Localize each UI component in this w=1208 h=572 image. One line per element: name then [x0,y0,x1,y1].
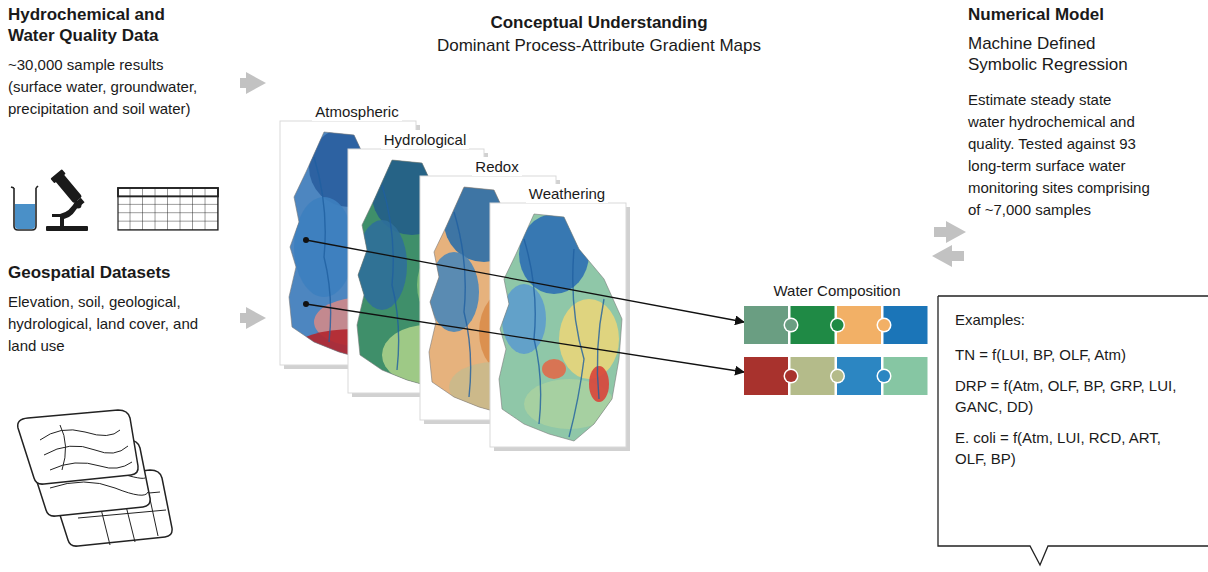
body-text: ~30,000 sample results (surface water, g… [8,54,213,120]
body-text: DRP = f(Atm, OLF, BP, GRP, LUI, GANC, DD… [955,375,1190,417]
drawing-part [938,296,1208,565]
drawing-part [52,214,68,217]
callout-box: Examples: TN = f(LUI, BP, OLF, Atm) DRP = … [937,295,1208,547]
puzzle-pieces [744,306,930,398]
beaker-icon [11,186,38,230]
drawing-part [14,188,36,230]
flow-arrow [934,227,950,237]
heading-text: Hydrological [381,130,470,149]
body-text: E. coli = f(Atm, LUI, RCD, ART, OLF, BP) [955,427,1190,469]
drawing-part [878,319,890,331]
heading-text: Water Composition [744,280,930,302]
gradient-map [490,203,632,453]
drawing-part [50,169,65,183]
drawing-part [118,188,218,196]
heading-text: Conceptual Understanding [268,12,930,33]
map-layers-icon [18,410,172,546]
drawing-part [830,369,845,384]
input-block: Hydrochemical and Water Quality Data ~30,… [8,4,236,120]
drawing-part [785,370,797,382]
concept-region: Conceptual UnderstandingDominant Process… [268,4,930,464]
table-icon [118,188,218,230]
drawing-part [18,410,138,484]
heading-text: Geospatial Datasets [8,262,236,283]
flow-arrow [240,313,250,323]
drawing-part [494,209,634,449]
map-card: Weathering [490,184,632,453]
drawing-part [524,239,541,424]
drawing-part [303,301,309,307]
drawing-part [542,359,566,379]
drawing-part [569,249,584,437]
input-block: Geospatial DatasetsElevation, soil, geol… [8,262,236,357]
drawing-part [877,369,892,384]
drawing-part [744,306,788,344]
drawing-part [303,237,309,243]
drawing-part [502,284,546,354]
drawing-part [15,204,35,229]
drawing-part [878,370,890,382]
drawing-part [357,220,407,310]
flow-arrow [240,78,250,88]
body-text: Estimate steady state water hydrochemica… [968,89,1150,221]
drawing-part [382,185,399,370]
drawing-part [46,226,88,231]
drawing-part [784,369,799,384]
drawing-part [785,319,797,331]
drawing-part [830,318,845,333]
microscope-icon [46,169,88,231]
drawing-part [832,319,844,331]
model-block: Numerical ModelMachine Defined Symbolic … [968,4,1188,221]
drawing-part [938,296,1208,565]
heading-text: Hydrochemical and Water Quality Data [8,4,203,46]
drawing-part [75,202,82,209]
body-text: TN = f(LUI, BP, OLF, Atm) [955,344,1190,365]
heading-text: Numerical Model [968,4,1188,25]
body-text: Elevation, soil, geological, hydrologica… [8,291,213,357]
drawing-part [303,237,744,372]
heading-text: Atmospheric [312,102,401,121]
drawing-part [314,157,331,342]
water-composition: Water Composition [744,280,930,398]
drawing-part [784,318,799,333]
drawing-part [306,304,744,372]
body-text: Dominant Process-Attribute Gradient Maps [268,35,930,56]
drawing-part [832,370,844,382]
heading-text: Redox [472,157,521,176]
flow-arrow [948,251,964,261]
heading-text: Examples: [955,309,1190,330]
heading-text: Weathering [526,184,608,203]
drawing-part [744,357,788,395]
drawing-part [306,240,744,322]
drawing-part [494,209,634,449]
drawing-part [11,186,38,188]
drawing-part [40,425,132,470]
drawing-part [118,188,218,230]
drawing-part [559,299,619,379]
body-text: Machine Defined Symbolic Regression [968,33,1143,75]
drawing-part [499,214,622,441]
drawing-part [454,212,471,397]
drawing-part [50,169,87,209]
drawing-part [877,318,892,333]
drawing-part [494,209,634,449]
